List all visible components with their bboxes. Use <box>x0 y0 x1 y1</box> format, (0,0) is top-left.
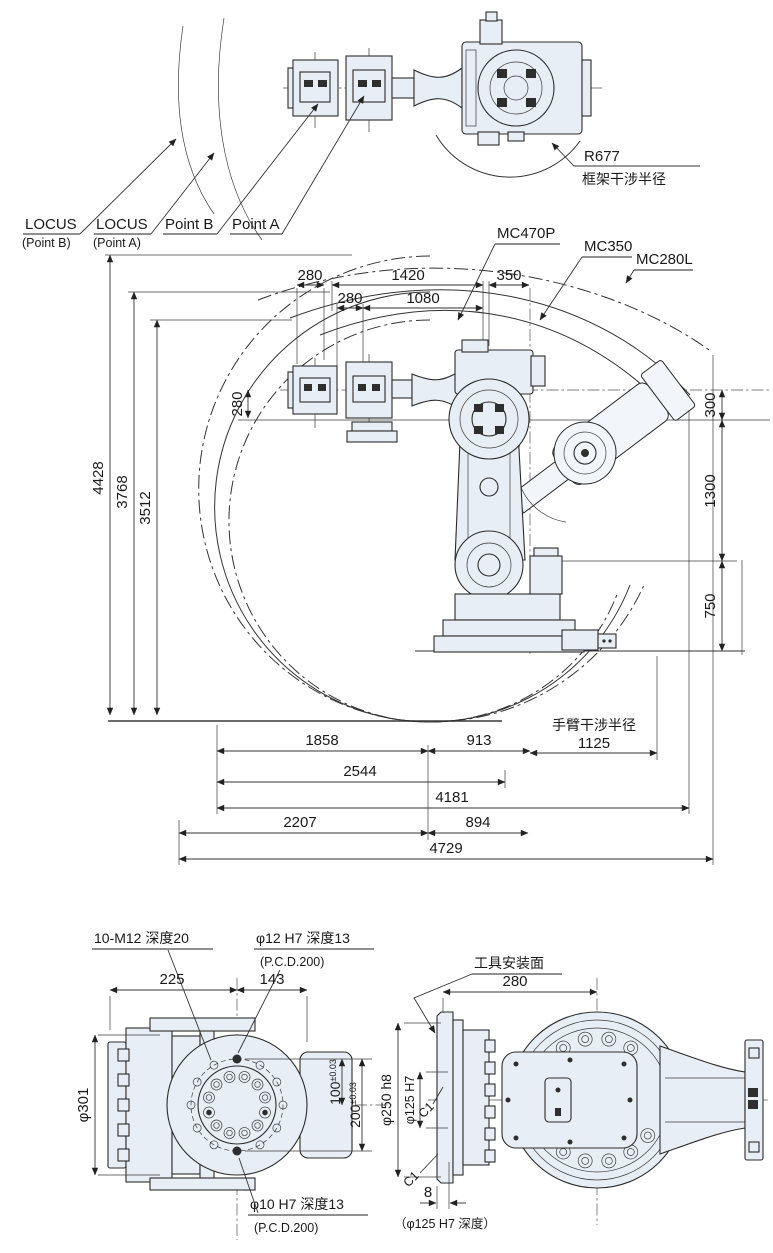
dims-top: 280 1420 350 280 1080 <box>296 267 530 312</box>
mc470p-label: MC470P <box>497 225 555 242</box>
dim-1080: 1080 <box>406 290 439 307</box>
dim-894: 894 <box>465 814 490 831</box>
locus-b-label: LOCUS <box>25 216 77 233</box>
locus-b-sub: (Point B) <box>22 236 71 250</box>
mc470p-envelope-arc <box>319 309 651 393</box>
dims-right: 300 1300 750 <box>702 389 726 652</box>
inner-bolt-ring <box>203 1071 271 1139</box>
dim-913: 913 <box>466 732 491 749</box>
chamfer-c1-lower: C1 <box>401 1169 422 1190</box>
svg-text:200±0.03: 200±0.03 <box>347 1082 363 1128</box>
side-arm-taper <box>659 1045 746 1155</box>
dim-phi250: φ250 h8 <box>378 1074 394 1126</box>
robot-arm-front <box>287 339 617 653</box>
phi125-depth-note: （φ125 H7 深度） <box>394 1216 496 1231</box>
dim-350: 350 <box>496 267 521 284</box>
locus-point-b-arc <box>198 255 645 723</box>
mc280l-label: MC280L <box>636 251 693 268</box>
dim-4428: 4428 <box>90 461 107 494</box>
dim-280-outer: 280 <box>297 267 322 284</box>
dim-phi125: φ125 H7 <box>403 1076 417 1124</box>
dim-3512: 3512 <box>137 491 154 524</box>
dim-2207: 2207 <box>283 814 316 831</box>
mc350-envelope-arc <box>289 289 691 396</box>
dim-1420: 1420 <box>391 267 424 284</box>
dim-3768: 3768 <box>114 475 131 508</box>
dim-225: 225 <box>159 971 184 988</box>
arm-interference-label: 手臂干涉半径 <box>552 717 636 733</box>
dim-phi301: φ301 <box>75 1088 92 1123</box>
dim-200-tol: ±0.03 <box>348 1082 358 1104</box>
dim-1125: 1125 <box>578 735 610 752</box>
mc350-label: MC350 <box>584 238 632 255</box>
callout-phi10: φ10 H7 深度13 <box>250 1196 344 1212</box>
tool-mount-label: 工具安装面 <box>474 955 544 971</box>
locus-point-a-arc <box>214 291 631 723</box>
r677-arc <box>435 134 581 178</box>
locus-a-sub: (Point A) <box>93 236 141 250</box>
dim-100: 100 <box>327 1081 343 1105</box>
dim-280-wrist: 280 <box>229 391 246 416</box>
gearbox-cover <box>501 1051 638 1149</box>
r677-label: R677 <box>584 148 620 165</box>
plan-locus-arc-b <box>178 25 215 215</box>
dim-143: 143 <box>259 971 284 988</box>
plan-locus-arc-a <box>218 17 263 241</box>
callout-labels: LOCUS (Point B) LOCUS (Point A) Point B … <box>22 95 693 321</box>
locus-a-label: LOCUS <box>96 216 148 233</box>
dim-4729: 4729 <box>429 840 462 857</box>
point-a-label: Point A <box>232 216 280 233</box>
dim-200: 200 <box>347 1104 363 1128</box>
callout-phi12-pcd: (P.C.D.200) <box>260 955 324 969</box>
tool-mount-flange <box>436 1011 454 1184</box>
dim-1300: 1300 <box>702 474 719 507</box>
main-view: 280 1420 350 280 1080 4428 3768 3512 280… <box>90 254 770 865</box>
svg-text:100±0.03: 100±0.03 <box>327 1059 343 1105</box>
callout-m12: 10-M12 深度20 <box>94 930 189 946</box>
dims-left: 4428 3768 3512 280 <box>90 254 252 716</box>
phi10-hole <box>232 1146 242 1156</box>
mc280l-envelope-arc <box>257 267 713 353</box>
dim-280-inner: 280 <box>337 290 362 307</box>
dim-280-side: 280 <box>502 973 527 990</box>
dim-4181: 4181 <box>435 789 468 806</box>
dim-1858: 1858 <box>305 732 338 749</box>
point-b-label: Point B <box>165 216 213 233</box>
callout-phi10-pcd: (P.C.D.200) <box>254 1221 318 1235</box>
r677-caption: 框架干涉半径 <box>582 171 666 187</box>
r677-leader <box>551 142 700 167</box>
phi12-hole <box>232 1054 242 1064</box>
m12-hole-ring <box>186 1060 288 1150</box>
flange-view: 10-M12 深度20 φ12 H7 深度13 (P.C.D.200) φ10 … <box>75 930 392 1240</box>
dim-100-tol: ±0.03 <box>328 1059 338 1081</box>
callout-phi12: φ12 H7 深度13 <box>256 930 350 946</box>
dim-8: 8 <box>424 1184 432 1201</box>
top-view-robot: R677 框架干涉半径 <box>178 11 700 241</box>
dim-2544: 2544 <box>343 763 376 780</box>
dim-750: 750 <box>702 593 719 618</box>
side-view: 工具安装面 280 φ250 h8 φ125 H7 C1 C1 8 （φ125 … <box>378 955 770 1231</box>
dim-300: 300 <box>702 392 719 417</box>
dims-bottom: 1858 913 手臂干涉半径 1125 2544 4181 2207 894 … <box>178 717 714 863</box>
